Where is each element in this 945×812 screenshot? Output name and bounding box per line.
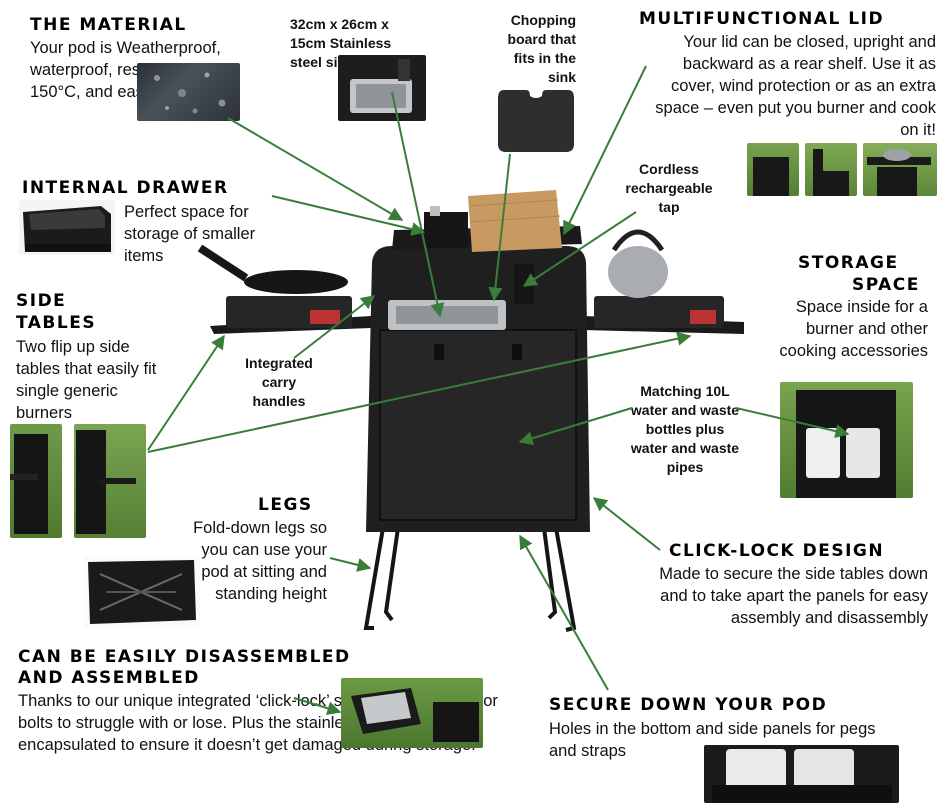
pod-front-panel (379, 329, 577, 521)
right-side-table (583, 316, 744, 334)
internal-drawer-text: Perfect space for storage of smaller ite… (124, 203, 256, 265)
arrow-legs (329, 557, 372, 572)
carry-handles-callout: Integrated carry handles (245, 355, 313, 409)
legs-text: Fold-down legs so you can use your pod a… (193, 519, 327, 603)
tap-callout: Cordless rechargeable tap (625, 161, 713, 215)
arrow-carry-handles (293, 295, 376, 359)
sink-graphic (350, 59, 412, 113)
pod-body (366, 246, 590, 532)
sink-photo (338, 55, 426, 121)
side-table-pod-graphic-1 (10, 434, 48, 534)
frying-pan (244, 270, 348, 294)
multifunctional-lid-text: Your lid can be closed, upright and back… (655, 33, 936, 139)
storage-space-heading-line1: Storage (798, 253, 899, 273)
left-side-table (210, 316, 371, 334)
side-tables-heading-line1: Side (16, 291, 67, 311)
rear-shelf-lid (392, 226, 582, 250)
sink-basin (388, 300, 506, 330)
material-heading: The Material (30, 15, 187, 35)
side-table-photo-2 (74, 424, 146, 538)
side-table-pod-graphic-2 (76, 430, 136, 534)
internal-drawer-heading: Internal Drawer (22, 178, 229, 198)
secure-down-text: Holes in the bottom and side panels for … (549, 720, 876, 760)
water-bottles-graphic (796, 390, 896, 498)
storage-space-heading-line2: Space (852, 275, 920, 295)
disassembled-photo (341, 678, 483, 748)
drawer-organizer (424, 212, 468, 248)
arrow-chopping-board (488, 153, 511, 302)
arrow-storage-space (147, 331, 692, 453)
bottles-photo (780, 382, 913, 498)
storage-space-text: Space inside for a burner and other cook… (779, 298, 928, 360)
arrow-secure-down (519, 534, 609, 691)
chopping-board (468, 190, 562, 252)
tap (514, 264, 534, 304)
bottles-callout: Matching 10L water and waste bottles plu… (630, 383, 740, 475)
arrow-sink (391, 91, 445, 318)
drawer-photo (19, 200, 115, 255)
material-photo (137, 63, 240, 121)
pod-underside-graphic (712, 749, 892, 803)
sink-callout: 32cm x 26cm x 15cm Stainless steel sink (290, 16, 392, 70)
lid-photo-3 (863, 143, 937, 196)
folded-legs-graphic (88, 560, 196, 624)
chopping-board-graphic (498, 90, 574, 152)
lid-photo-2 (805, 143, 857, 196)
multifunctional-lid-heading: Multifunctional Lid (639, 9, 885, 29)
left-burner (226, 296, 352, 328)
carry-handle-left (434, 344, 444, 360)
pod-legs (363, 527, 577, 632)
arrow-tap (522, 211, 637, 287)
arrow-click-lock (592, 497, 661, 551)
packed-sink-graphic (351, 688, 479, 742)
secure-down-photo (704, 745, 899, 803)
chopping-board-callout: Chopping board that fits in the sink (507, 12, 576, 85)
carry-handle-right (512, 344, 522, 360)
kettle (608, 246, 668, 298)
disassembled-heading-line1: Can be easily disassembled (18, 647, 351, 667)
lid-upright-graphic (813, 149, 849, 196)
click-lock-text: Made to secure the side tables down and … (659, 565, 928, 627)
lid-closed-graphic (753, 157, 789, 196)
chopping-board-photo (496, 86, 576, 154)
side-tables-heading-line2: Tables (16, 313, 97, 333)
right-burner (594, 296, 724, 328)
side-tables-text: Two flip up side tables that easily fit … (16, 338, 157, 422)
arrow-bottles (518, 407, 633, 446)
secure-down-heading: Secure down your pod (549, 695, 828, 715)
lid-photo-1 (747, 143, 799, 196)
click-lock-heading: Click-Lock Design (669, 541, 885, 561)
legs-heading: Legs (258, 495, 313, 515)
lid-shelf-graphic (867, 149, 931, 196)
drawer-graphic (23, 206, 111, 252)
water-droplets-graphic (154, 72, 226, 114)
legs-photo (84, 556, 200, 628)
disassembled-heading-line2: and assembled (18, 668, 200, 688)
side-table-photo-1 (10, 424, 62, 538)
arrow-drawer (271, 195, 426, 236)
